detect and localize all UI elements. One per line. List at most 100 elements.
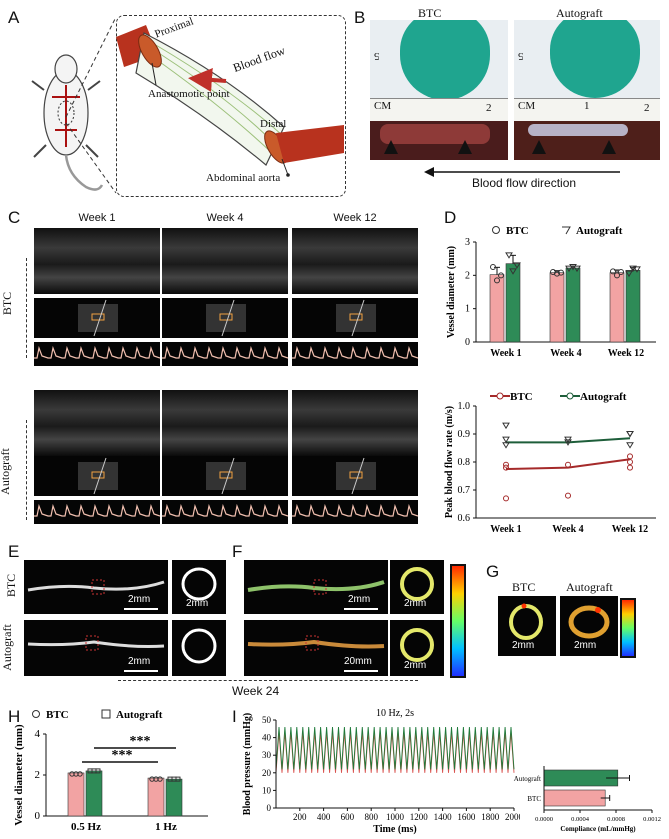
- e-row-autograft: Autograft: [0, 624, 14, 671]
- data-point: [494, 277, 500, 284]
- data-point: [627, 453, 633, 460]
- week-col-3: Week 12: [333, 212, 377, 224]
- data-point: [633, 266, 641, 273]
- data-point: [625, 270, 633, 278]
- x-tick-label: Week 4: [550, 348, 581, 359]
- data-point: [564, 439, 572, 446]
- bar-btc: [549, 272, 565, 343]
- e-auto-longitudinal: 2mm: [24, 620, 168, 676]
- scale-label: 20mm: [344, 656, 372, 667]
- x-tick-label: Week 4: [552, 524, 583, 535]
- row-bracket-autograft: [26, 420, 27, 520]
- bar-btc: [67, 772, 85, 817]
- ultrasound-bmode: [162, 390, 288, 456]
- y-tick-label: 50: [262, 715, 272, 725]
- y-axis-label: Blood pressure (mmHg): [242, 713, 253, 815]
- data-point: [627, 459, 633, 465]
- y-tick-label: 0.9: [458, 429, 471, 440]
- x-tick-label: 800: [364, 812, 378, 822]
- panel-label-g: G: [486, 562, 500, 581]
- series-line-autograft: [275, 726, 515, 770]
- x-tick-label: 0.0008: [607, 816, 625, 823]
- ruler-5: 5: [518, 50, 524, 62]
- ruler-2: 2: [486, 102, 492, 114]
- data-point: [627, 464, 633, 471]
- scale-label: 2mm: [512, 640, 535, 651]
- y-tick-label: 0.7: [458, 485, 471, 496]
- scale-bar: [124, 608, 158, 610]
- f-btc-cross: 2mm: [390, 560, 444, 614]
- row-label-autograft: Autograft: [0, 448, 12, 495]
- e-btc-cross: 2mm: [172, 560, 226, 614]
- y-axis-label: Peak blood flow rate (m/s): [444, 406, 455, 518]
- panel-b-left-title: BTC: [418, 6, 442, 20]
- data-point: [565, 265, 573, 273]
- data-point: [502, 422, 510, 430]
- ruler-cm: CM: [518, 100, 536, 112]
- panel-label-d: D: [444, 208, 457, 227]
- data-point: [610, 268, 616, 275]
- ultrasound-waveform: [34, 500, 161, 524]
- g-auto-cross: 2mm: [560, 596, 618, 656]
- x-tick-label: Week 1: [490, 348, 521, 359]
- x-tick-label: 0.0004: [571, 816, 590, 823]
- chart-title: 10 Hz, 2s: [376, 708, 414, 719]
- panel-label-a: A: [8, 8, 20, 27]
- x-tick-label: 0.0012: [643, 816, 661, 823]
- panel-label-h: H: [8, 707, 21, 726]
- x-tick-label: Week 12: [612, 524, 648, 535]
- y-tick-label: 4: [35, 728, 41, 740]
- y-tick-label: 0.6: [458, 513, 471, 524]
- x-tick-label: 1600: [457, 812, 476, 822]
- y-tick-label: 20: [262, 768, 272, 778]
- x-tick-label: 0.5 Hz: [71, 821, 101, 833]
- y-tick-label: 0.8: [458, 457, 471, 468]
- legend-marker-btc: [496, 392, 504, 400]
- panel-label-b: B: [354, 8, 366, 27]
- data-point: [503, 464, 509, 471]
- ultrasound-bmode: [34, 228, 160, 294]
- legend-label-autograft: Autograft: [576, 225, 623, 237]
- data-point: [490, 264, 496, 270]
- legend-label-btc: BTC: [506, 225, 529, 237]
- x-tick-label: 200: [293, 812, 307, 822]
- row-bracket-btc: [26, 258, 27, 358]
- legend-label-btc: BTC: [46, 709, 69, 721]
- week-col-1: Week 1: [78, 212, 116, 224]
- y-tick-label: 40: [262, 733, 272, 743]
- data-point: [503, 461, 509, 468]
- f-colorbar: [450, 564, 466, 678]
- scale-bar: [344, 670, 378, 672]
- data-point: [614, 272, 620, 279]
- y-tick-label: 1: [465, 304, 470, 315]
- zoom-lines: [65, 16, 117, 194]
- label-distal: Distal: [260, 118, 287, 130]
- ultrasound-bmode: [162, 228, 288, 294]
- ultrasound-doppler: [292, 298, 418, 338]
- ruler-5: 5: [374, 50, 380, 62]
- data-point: [157, 776, 163, 782]
- data-point: [513, 262, 521, 269]
- y-tick-label: 0: [465, 337, 470, 348]
- scale-bar: [124, 670, 158, 672]
- ultrasound-waveform: [292, 342, 419, 366]
- significance-marker: ***: [130, 734, 151, 749]
- data-point: [505, 252, 513, 259]
- x-tick-label: 2000: [505, 812, 520, 822]
- scale-label: 2mm: [128, 656, 151, 667]
- bar-btc: [147, 777, 165, 817]
- x-tick-label: 400: [317, 812, 331, 822]
- bar-autograft: [565, 267, 581, 343]
- scale-label: 2mm: [404, 598, 427, 609]
- x-tick-label: Week 1: [490, 524, 521, 535]
- ultrasound-doppler: [292, 456, 418, 496]
- ultrasound-waveform: [162, 342, 289, 366]
- data-point: [626, 431, 634, 438]
- scale-label: 2mm: [128, 594, 151, 605]
- x-tick-label: 1800: [481, 812, 500, 822]
- data-point: [554, 270, 560, 277]
- panel-label-f: F: [232, 542, 243, 561]
- data-point: [498, 272, 504, 279]
- f-auto-longitudinal: 20mm: [244, 620, 388, 676]
